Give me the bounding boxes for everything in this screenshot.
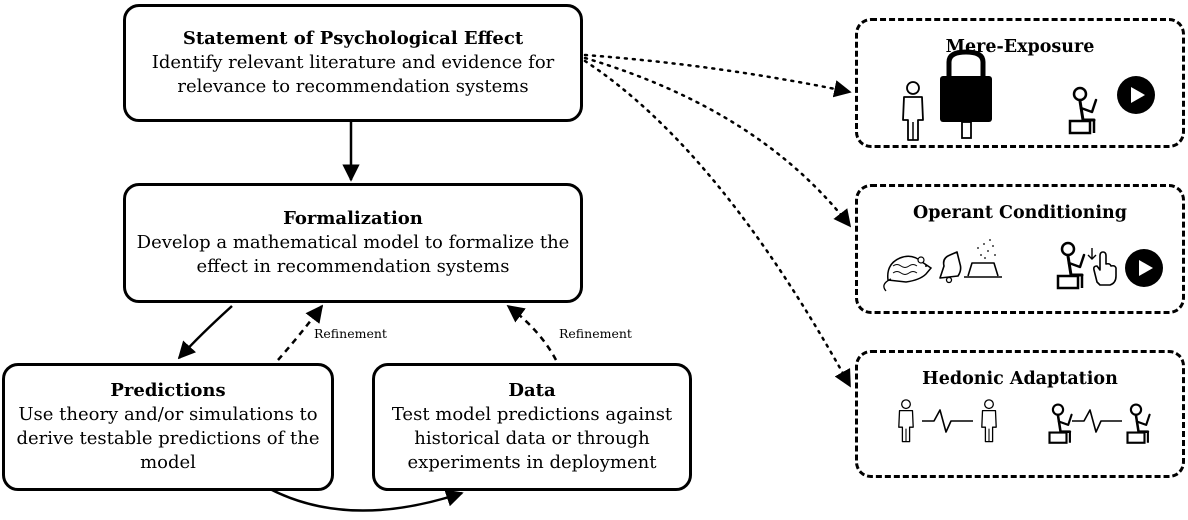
seated-user-icon — [1048, 403, 1073, 445]
statement-desc-line1: Identify relevant literature and evidenc… — [151, 52, 555, 73]
dotted-arrow-to-mere-exposure — [583, 53, 852, 98]
predictions-desc-line2: derive testable predictions of the — [16, 428, 320, 449]
data-title: Data — [508, 380, 556, 401]
food-bowl-icon — [964, 239, 1002, 278]
rat-icon — [883, 255, 933, 292]
data-desc-line3: experiments in deployment — [407, 452, 657, 473]
panel-hedonic-adaptation-title: Hedonic Adaptation — [922, 369, 1118, 389]
data-box: Data Test model predictions against hist… — [372, 363, 692, 491]
arrow-predictions-to-data — [269, 487, 464, 512]
seated-user-icon — [1068, 86, 1098, 135]
predictions-desc-line3: model — [140, 452, 196, 473]
predictions-title: Predictions — [110, 380, 226, 401]
dotted-arrow-to-hedonic-adaptation — [583, 59, 852, 388]
pointing-hand-icon — [1087, 248, 1117, 286]
formalization-desc-line2: effect in recommendation systems — [196, 256, 510, 277]
predictions-desc-line1: Use theory and/or simulations to — [18, 404, 318, 425]
dotted-arrow-to-operant-conditioning — [583, 56, 852, 228]
panel-operant-conditioning: Operant Conditioning — [855, 184, 1185, 314]
arrow-formalization-to-predictions — [177, 305, 233, 360]
signal-line-icon — [922, 409, 973, 433]
bell-icon — [939, 251, 962, 284]
panel-hedonic-adaptation: Hedonic Adaptation — [855, 350, 1185, 478]
data-desc-line1: Test model predictions against — [391, 404, 673, 425]
panel-mere-exposure-title: Mere-Exposure — [945, 37, 1095, 57]
refinement-label-right: Refinement — [559, 326, 632, 341]
signal-line-icon — [1072, 409, 1122, 433]
data-desc-line2: historical data or through — [414, 428, 650, 449]
refinement-label-left: Refinement — [314, 326, 387, 341]
formalization-title: Formalization — [283, 208, 423, 229]
arrow-refinement-data — [506, 304, 558, 361]
formalization-box: Formalization Develop a mathematical mod… — [123, 183, 583, 303]
play-button-icon — [1117, 76, 1155, 114]
person-icon — [898, 399, 914, 443]
person-icon — [981, 399, 997, 443]
statement-box: Statement of Psychological Effect Identi… — [123, 4, 583, 122]
panel-mere-exposure: Mere-Exposure — [855, 18, 1185, 148]
person-icon — [902, 81, 924, 141]
play-button-icon — [1125, 249, 1163, 287]
formalization-desc-line1: Develop a mathematical model to formaliz… — [136, 232, 570, 253]
statement-title: Statement of Psychological Effect — [182, 28, 524, 49]
predictions-box: Predictions Use theory and/or simulation… — [2, 363, 334, 491]
seated-user-icon — [1056, 241, 1086, 290]
panel-operant-conditioning-title: Operant Conditioning — [912, 203, 1128, 223]
seated-user-icon — [1126, 403, 1151, 445]
product-bag-icon — [940, 49, 992, 139]
arrow-refinement-predictions — [277, 304, 324, 361]
statement-desc-line2: relevance to recommendation systems — [177, 76, 529, 97]
